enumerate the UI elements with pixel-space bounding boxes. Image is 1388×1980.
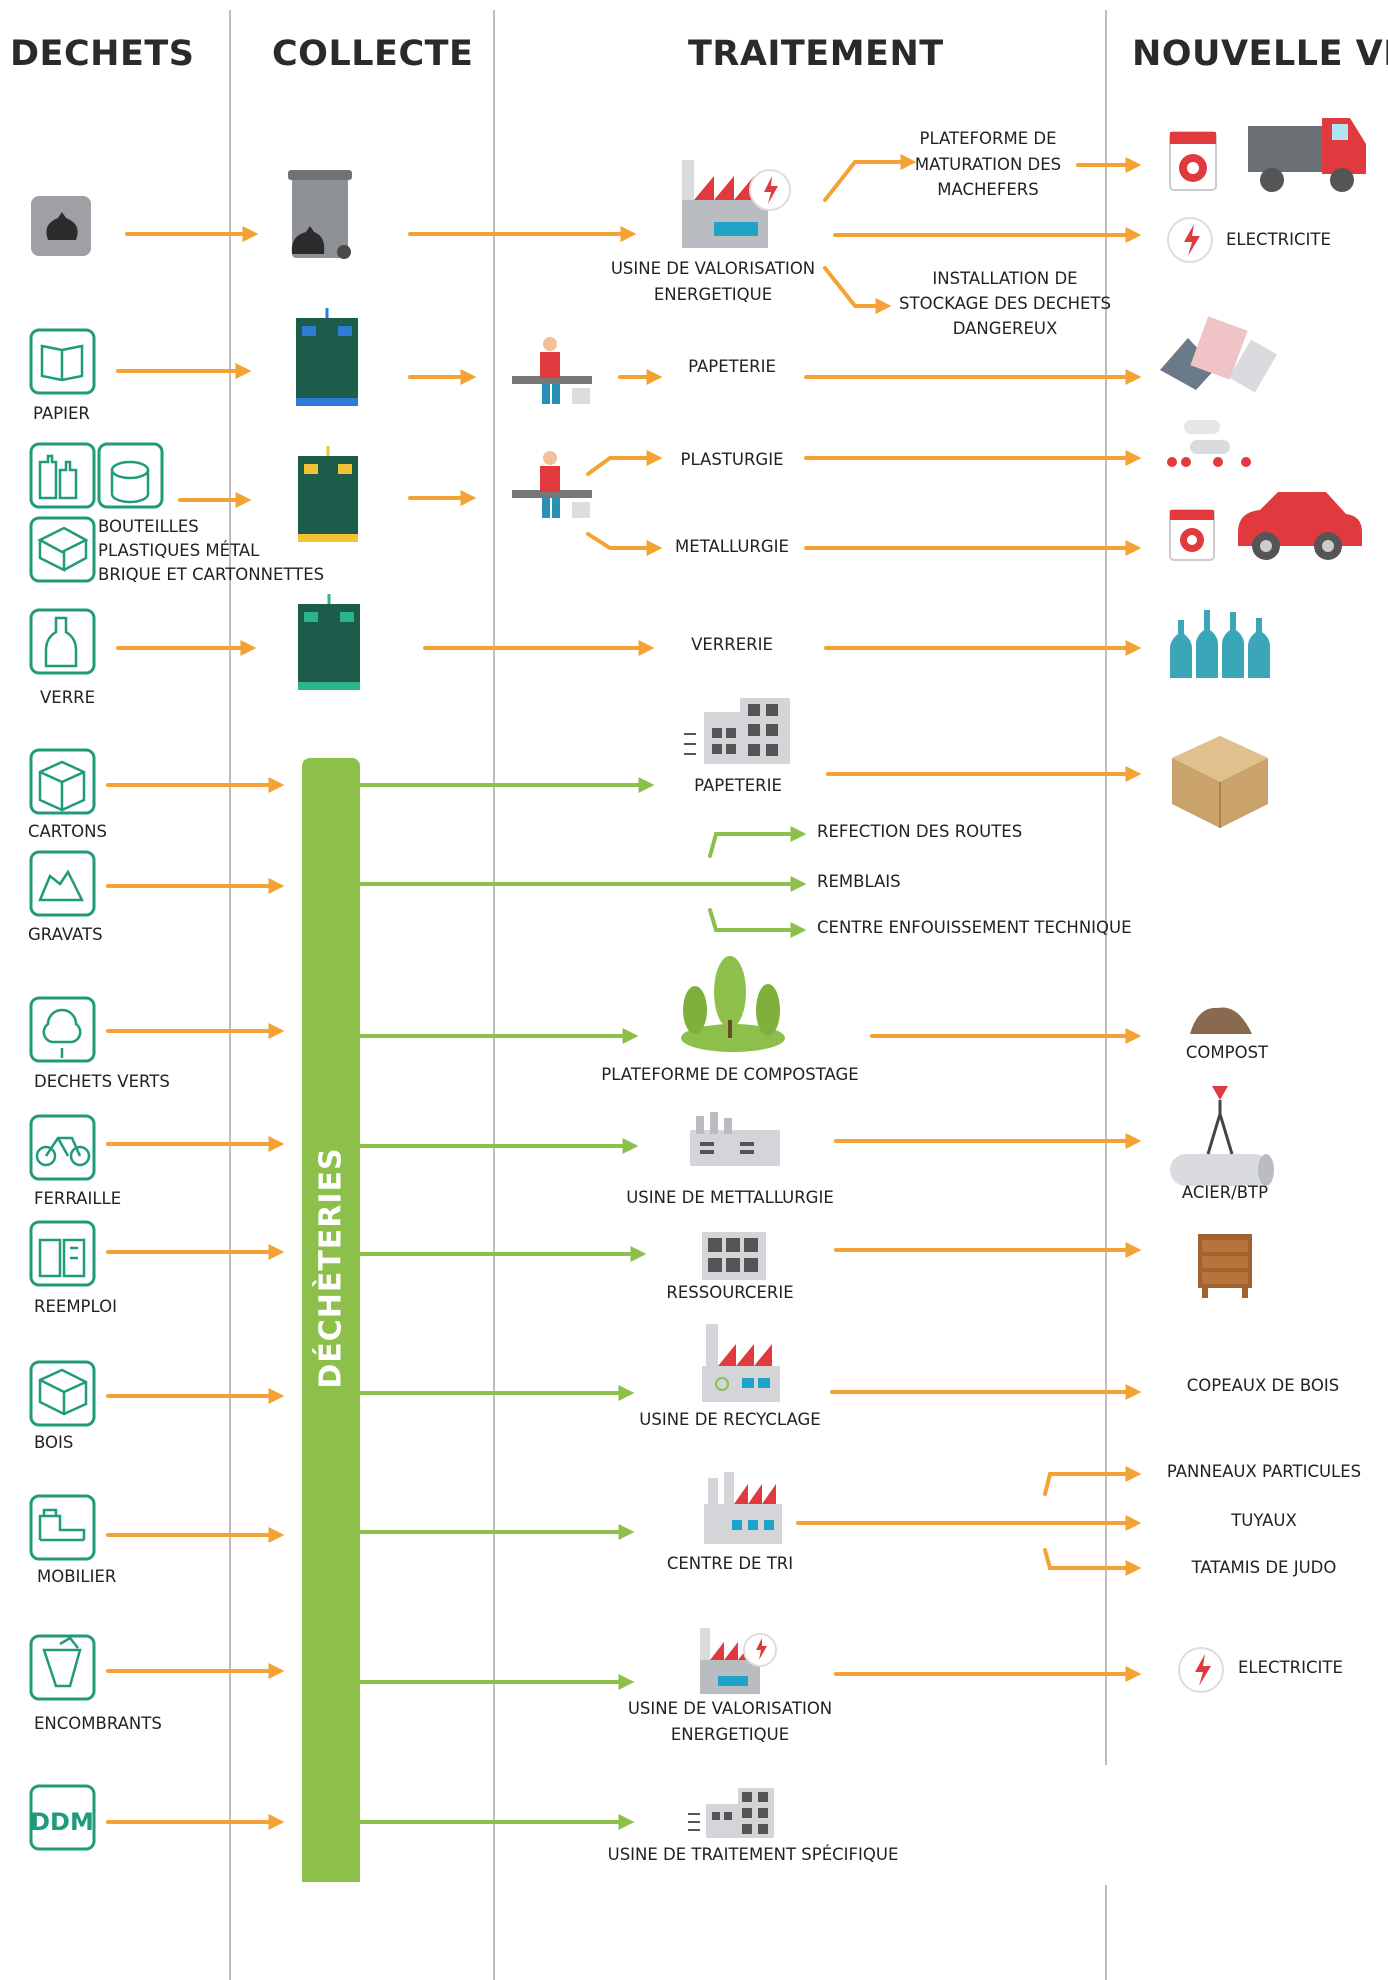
- label-uve-2-line1: USINE DE VALORISATION: [627, 1699, 833, 1718]
- sorting-worker-icon-2: [512, 451, 592, 518]
- label-isdd-3: DANGEREUX: [952, 319, 1058, 338]
- label-bouteilles-1: BOUTEILLES: [98, 517, 199, 536]
- label-isdd-2: STOCKAGE DES DECHETS: [899, 294, 1111, 313]
- label-copeaux: COPEAUX DE BOIS: [1186, 1376, 1340, 1395]
- label-dechets-verts: DECHETS VERTS: [34, 1072, 170, 1091]
- paper-products-icon: [1160, 316, 1277, 393]
- office-building-icon-1: [684, 698, 790, 764]
- green-arrows: [358, 777, 807, 1830]
- container-papier-icon: [296, 308, 358, 406]
- electricity-icon-2: [1178, 1647, 1224, 1693]
- factory-recyclage-icon: [702, 1324, 780, 1402]
- label-mobilier: MOBILIER: [37, 1567, 117, 1586]
- factory-uve-2-icon: [700, 1628, 777, 1694]
- label-bouteilles-2: PLASTIQUES MÉTAL: [98, 541, 260, 560]
- electricity-icon-1: [1167, 217, 1213, 263]
- label-papeterie-2: PAPETERIE: [694, 776, 782, 795]
- verre-icon: [29, 608, 96, 675]
- wooden-drawer-icon: [1198, 1234, 1252, 1298]
- label-plateforme-mat-2: MATURATION DES: [914, 155, 1062, 174]
- reemploi-icon: [29, 1220, 96, 1287]
- header-collecte: COLLECTE: [272, 34, 474, 74]
- label-electricite-1: ELECTRICITE: [1226, 230, 1331, 249]
- cardboard-box-icon: [1172, 736, 1268, 828]
- trees-icon: [681, 956, 785, 1052]
- compost-icon: [1190, 1007, 1252, 1034]
- label-electricite-2: ELECTRICITE: [1238, 1658, 1343, 1677]
- label-reemploi: REEMPLOI: [34, 1297, 117, 1316]
- ressourcerie-icon: [702, 1232, 766, 1280]
- truck-icon: [1248, 118, 1366, 192]
- label-papier: PAPIER: [33, 404, 90, 423]
- orange-arrows: [106, 154, 1142, 1830]
- label-plateforme-mat-1: PLATEFORME DE: [919, 129, 1057, 148]
- label-panneaux: PANNEAUX PARTICULES: [1166, 1462, 1362, 1481]
- column-divider-3: [1105, 10, 1107, 1765]
- ddm-icon: [29, 1784, 96, 1851]
- label-isdd-1: INSTALLATION DE: [932, 269, 1078, 288]
- label-tatamis: TATAMIS DE JUDO: [1191, 1558, 1337, 1577]
- label-gravats: GRAVATS: [28, 925, 103, 944]
- decheteries-bar: [302, 758, 360, 1882]
- brick-icon: [29, 516, 96, 583]
- label-acier: ACIER/BTP: [1181, 1183, 1269, 1202]
- washing-machine-icon-1: [1169, 131, 1217, 191]
- sorting-worker-icon-1: [512, 337, 592, 404]
- grey-bin-icon: [288, 170, 352, 259]
- label-plateforme-mat-3: MACHEFERS: [937, 180, 1039, 199]
- column-divider-2: [493, 10, 495, 1980]
- label-ferraille: FERRAILLE: [34, 1189, 122, 1208]
- cans-icon: [97, 442, 164, 509]
- label-plasturgie: PLASTURGIE: [680, 450, 784, 469]
- label-usine-recyclage: USINE DE RECYCLAGE: [639, 1410, 821, 1429]
- label-cet: CENTRE ENFOUISSEMENT TECHNIQUE: [817, 918, 1132, 937]
- label-uve-1-line1: USINE DE VALORISATION: [610, 259, 816, 278]
- column-divider-3b: [1105, 1885, 1107, 1980]
- label-metallurgie: METALLURGIE: [675, 537, 789, 556]
- label-verrerie: VERRERIE: [691, 635, 773, 654]
- label-traitement-specifique: USINE DE TRAITEMENT SPÉCIFIQUE: [607, 1845, 899, 1864]
- label-compostage: PLATEFORME DE COMPOSTAGE: [601, 1065, 859, 1084]
- mobilier-icon: [29, 1494, 96, 1561]
- column-divider-1: [229, 10, 231, 1980]
- label-remblais: REMBLAIS: [817, 872, 901, 891]
- steel-pipe-icon: [1170, 1086, 1274, 1186]
- label-uve-2-line2: ENERGETIQUE: [670, 1725, 790, 1744]
- container-emballages-icon: [298, 446, 358, 542]
- ddm-icon-label: DDM: [30, 1808, 94, 1836]
- label-bois: BOIS: [34, 1433, 74, 1452]
- label-encombrants: ENCOMBRANTS: [34, 1714, 162, 1733]
- header-nouvelle-vie: NOUVELLE VIE: [1132, 34, 1388, 74]
- label-papeterie-1: PAPETERIE: [688, 357, 776, 376]
- label-uve-1-line2: ENERGETIQUE: [653, 285, 773, 304]
- label-bouteilles-3: BRIQUE ET CARTONNETTES: [98, 565, 325, 584]
- glass-bottles-icon: [1170, 610, 1270, 678]
- car-icon: [1238, 492, 1362, 560]
- office-building-icon-2: [688, 1788, 774, 1838]
- washing-machine-icon-2: [1169, 509, 1215, 561]
- label-centre-tri: CENTRE DE TRI: [666, 1554, 794, 1573]
- label-refection: REFECTION DES ROUTES: [817, 822, 1023, 841]
- gravats-icon: [29, 850, 96, 917]
- label-compost: COMPOST: [1185, 1043, 1269, 1062]
- factory-uve-1-icon: [682, 160, 791, 248]
- factory-tri-icon: [704, 1472, 782, 1544]
- label-cartons: CARTONS: [28, 822, 107, 841]
- encombrants-icon: [29, 1634, 96, 1701]
- factory-metal-icon: [690, 1112, 780, 1166]
- dechets-verts-icon: [29, 996, 96, 1063]
- header-traitement: TRAITEMENT: [688, 34, 944, 74]
- container-verre-icon: [298, 594, 360, 690]
- plastic-pellets-icon: [1167, 420, 1251, 467]
- label-tuyaux: TUYAUX: [1231, 1511, 1297, 1530]
- label-usine-metal: USINE DE METTALLURGIE: [626, 1188, 834, 1207]
- label-verre: VERRE: [40, 688, 96, 707]
- decheteries-label: DÉCHÈTERIES: [313, 1147, 349, 1389]
- label-ressourcerie: RESSOURCERIE: [666, 1283, 794, 1302]
- header-dechets: DECHETS: [10, 34, 195, 74]
